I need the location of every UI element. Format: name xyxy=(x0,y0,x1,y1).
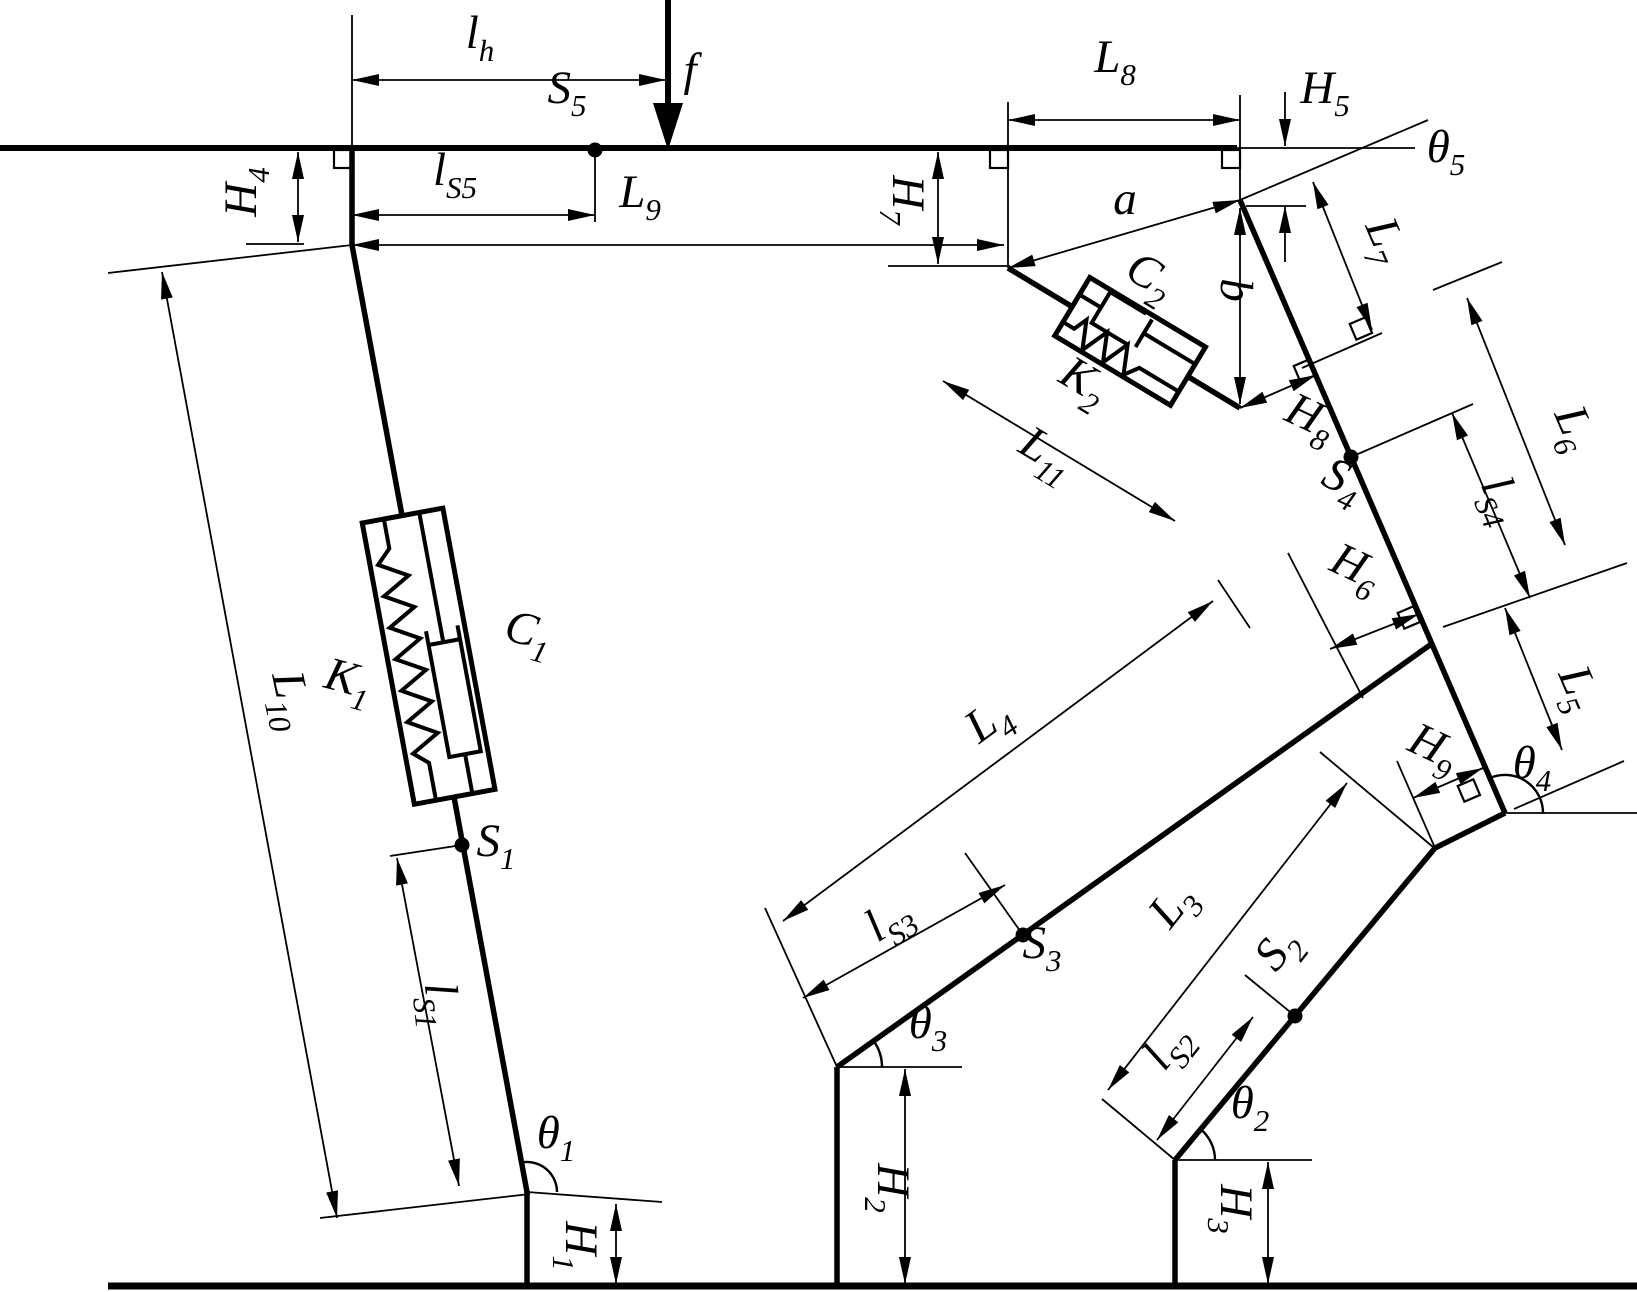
label-H2: H2 xyxy=(858,1162,919,1212)
arc-theta3 xyxy=(872,1040,884,1068)
dim-ls1 xyxy=(396,857,460,1187)
angle-arcs xyxy=(521,773,1545,1193)
label-b: b xyxy=(1210,278,1262,302)
spring-2-icon xyxy=(1061,315,1180,394)
label-L8: L8 xyxy=(1093,31,1136,92)
dim-l10 xyxy=(161,271,338,1219)
hip-link xyxy=(1433,810,1507,851)
mass-center-s2 xyxy=(1287,1008,1303,1024)
label-H5: H5 xyxy=(1299,62,1349,123)
mass-center-s5 xyxy=(587,142,603,158)
label-C1: C1 xyxy=(497,599,558,670)
label-S1: S1 xyxy=(477,815,516,876)
damper-2-icon xyxy=(1078,289,1197,366)
force-arrow xyxy=(653,0,683,150)
label-H4: H4 xyxy=(215,167,276,217)
label-L10: L10 xyxy=(252,666,324,736)
label-S2: S2 xyxy=(1244,917,1316,985)
label-H3: H3 xyxy=(1201,1183,1262,1233)
spring-damper-2 xyxy=(1051,274,1209,409)
dim-a xyxy=(1007,199,1241,269)
label-a: a xyxy=(1113,173,1137,225)
dimension-lines xyxy=(161,74,1566,1284)
arc-theta2 xyxy=(1199,1128,1217,1161)
spring-1-icon xyxy=(374,518,442,801)
label-th5: θ5 xyxy=(1427,121,1466,182)
damper-1-icon xyxy=(417,512,484,794)
shank-link xyxy=(1172,846,1438,1162)
spring-damper-1 xyxy=(359,505,498,808)
dim-l5 xyxy=(1504,607,1563,751)
label-K1: K1 xyxy=(316,647,378,718)
label-th4: θ4 xyxy=(1513,737,1552,798)
dim-l3 xyxy=(1107,782,1348,1091)
label-H1: H1 xyxy=(546,1220,607,1270)
arc-theta4 xyxy=(1489,773,1545,814)
torso-link xyxy=(1237,198,1508,815)
label-th3: θ3 xyxy=(909,997,948,1058)
mass-center-s1 xyxy=(454,837,470,853)
label-H6: H6 xyxy=(1318,532,1390,609)
structure-links xyxy=(0,145,1637,1290)
dim-l11 xyxy=(942,380,1176,522)
dim-l4 xyxy=(782,600,1214,922)
dim-h9 xyxy=(1412,767,1484,799)
label-L5: L5 xyxy=(1539,657,1612,720)
label-th1: θ1 xyxy=(537,1107,576,1168)
mass-center-s4 xyxy=(1343,449,1359,465)
label-lS4: lS4 xyxy=(1462,469,1535,533)
dim-ls4 xyxy=(1451,412,1531,599)
label-H7: H7 xyxy=(873,174,934,226)
label-S3: S3 xyxy=(1023,917,1062,978)
label-H9: H9 xyxy=(1396,712,1468,789)
dim-ls2 xyxy=(1156,1016,1254,1141)
label-L6: L6 xyxy=(1535,397,1608,461)
label-lS5: lS5 xyxy=(433,144,477,205)
label-S5: S5 xyxy=(548,62,587,123)
label-L11: L11 xyxy=(1005,415,1084,496)
label-th2: θ2 xyxy=(1231,1077,1270,1138)
label-L7: L7 xyxy=(1346,209,1419,273)
label-lS1: lS1 xyxy=(405,980,470,1030)
extension-lines xyxy=(107,15,1637,1219)
mass-center-dots xyxy=(454,142,1359,1024)
arc-theta1 xyxy=(521,1160,559,1193)
mass-center-s3 xyxy=(1015,927,1031,943)
right-angle-marks xyxy=(332,148,1482,804)
dim-l7 xyxy=(1312,181,1373,331)
label-f: f xyxy=(683,44,702,96)
label-L3: L3 xyxy=(1137,872,1211,943)
dim-h6 xyxy=(1329,613,1420,650)
dim-ls3 xyxy=(802,884,1006,999)
label-lh: lh xyxy=(466,7,495,68)
label-L9: L9 xyxy=(618,166,661,227)
label-lS2: lS2 xyxy=(1132,1012,1207,1084)
spring-damper-2-frame xyxy=(1051,274,1209,409)
